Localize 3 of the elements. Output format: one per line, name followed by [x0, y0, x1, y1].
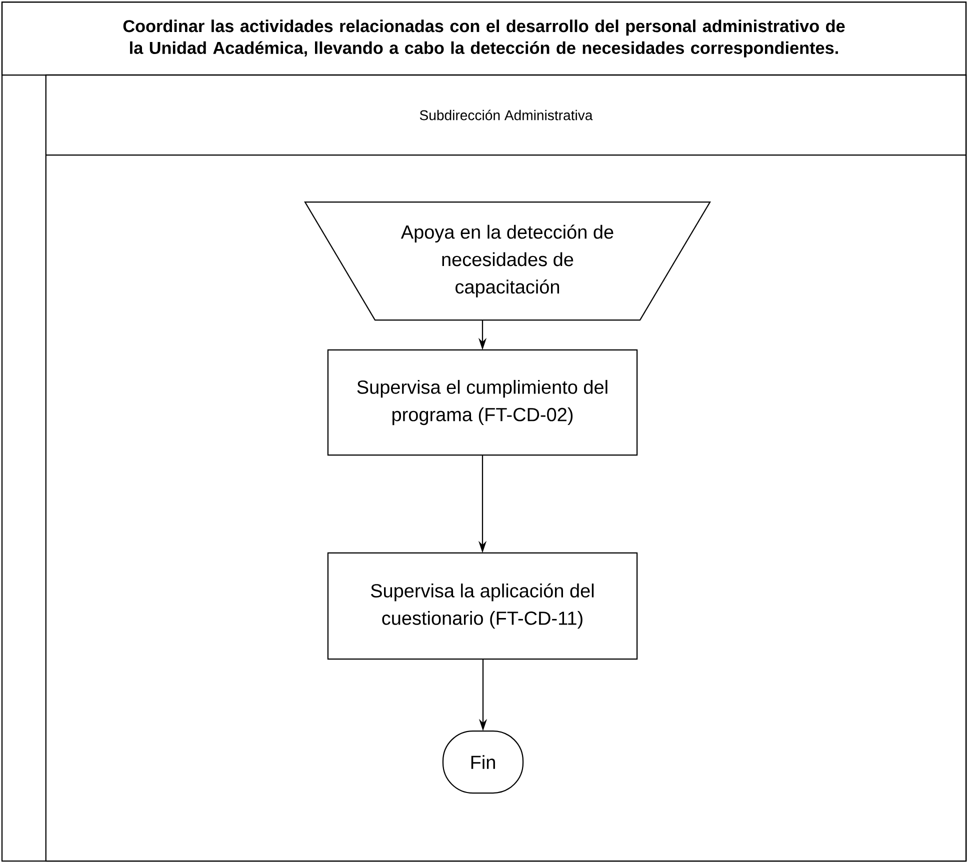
process-box: Supervisa el cumplimiento del programa (FT-CD-02)	[327, 349, 638, 456]
title-band: Coordinar las actividades relacionadas con el desarrollo del personal administrativo de la Unidad Académica, llevando a cabo la detección de necesidades correspondientes.	[1, 1, 967, 76]
process-box: Supervisa la aplicación del cuestionario (FT-CD-11)	[327, 552, 638, 660]
